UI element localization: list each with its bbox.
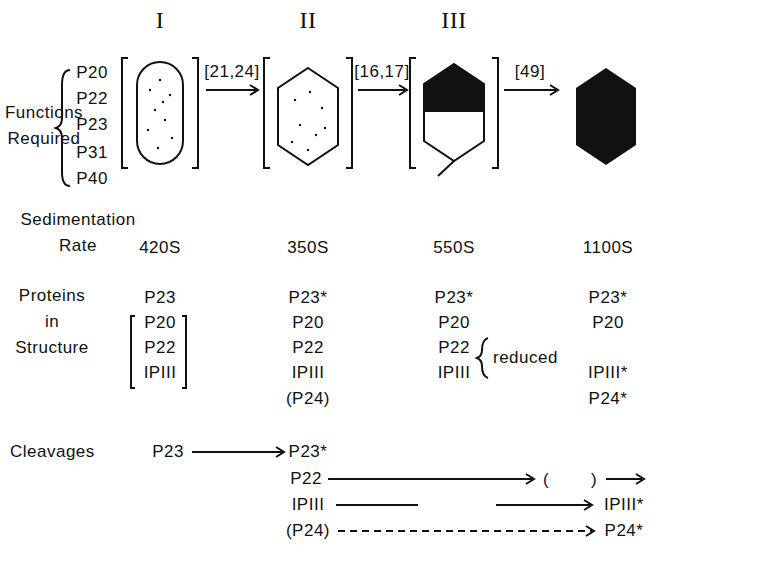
protein-name: P23* <box>289 287 328 309</box>
gene-numbers: [21,24] <box>204 61 260 83</box>
brace <box>477 338 488 378</box>
gene-numbers: [16,17] <box>354 61 410 83</box>
protein-name: P20 <box>292 312 324 334</box>
arrow <box>206 89 256 91</box>
arrow <box>336 504 418 506</box>
note: reduced <box>493 347 558 369</box>
arrow <box>328 478 532 480</box>
protein-name: IPIII* <box>604 494 644 516</box>
bracket <box>131 316 135 388</box>
protein-name: P40 <box>76 168 108 190</box>
arrow <box>504 89 556 91</box>
gene-numbers: [49] <box>515 61 545 83</box>
hexagon-shell <box>424 64 484 161</box>
arrowhead <box>636 474 644 484</box>
row-heading: Cleavages <box>10 441 95 463</box>
protein-name: IPIII <box>438 362 471 384</box>
arrowhead <box>550 85 558 95</box>
sedimentation-value: 350S <box>287 237 329 259</box>
protein-name: (P24) <box>286 520 330 542</box>
protein-name: (P24) <box>286 388 330 410</box>
mature-phage <box>576 68 636 165</box>
arrow <box>606 478 642 480</box>
protein-name: P23* <box>435 287 474 309</box>
row-heading: Functions Required <box>3 100 85 152</box>
procapsid-shape <box>137 62 183 164</box>
arrowhead <box>584 500 592 510</box>
bracket <box>410 58 416 168</box>
protein-name: IPIII <box>292 362 325 384</box>
arrow <box>192 451 282 453</box>
protein-name: P23* <box>289 441 328 463</box>
protein-name: P22 <box>76 88 108 110</box>
column-numeral: II <box>300 9 317 31</box>
blank-product: ( ) <box>543 469 597 491</box>
protein-name: P24* <box>605 520 644 542</box>
protein-name: P24* <box>589 388 628 410</box>
protein-name: P23 <box>152 441 184 463</box>
protein-name: P22 <box>144 337 176 359</box>
brace <box>56 70 70 186</box>
dna-fill <box>424 64 484 112</box>
bracket <box>122 58 128 168</box>
arrowhead <box>276 447 284 457</box>
protein-name: P31 <box>76 142 108 164</box>
protein-name: P23 <box>144 287 176 309</box>
bracket <box>182 316 186 388</box>
bracket <box>492 58 498 168</box>
sedimentation-value: 550S <box>433 237 475 259</box>
arrowhead <box>586 526 594 536</box>
sedimentation-value: 420S <box>139 237 181 259</box>
hexagon-shell <box>278 68 338 165</box>
protein-name: P20 <box>144 312 176 334</box>
bracket <box>264 58 270 168</box>
protein-name: P23* <box>589 287 628 309</box>
sedimentation-value: 1100S <box>583 237 633 259</box>
arrow <box>358 89 405 91</box>
column-numeral: I <box>156 9 165 31</box>
protein-name: IPIII <box>292 494 325 516</box>
row-heading: Proteins in Structure <box>11 283 93 361</box>
row-heading: Sedimentation Rate <box>3 207 153 259</box>
bracket <box>346 58 352 168</box>
bracket <box>192 58 198 168</box>
protein-name: IPIII <box>144 362 177 384</box>
protein-name: P20 <box>438 312 470 334</box>
arrowhead <box>250 85 258 95</box>
protein-name: P23 <box>76 114 108 136</box>
dashed-arrow <box>338 530 592 532</box>
arrowhead <box>399 85 407 95</box>
protein-name: P20 <box>592 312 624 334</box>
protein-name: P22 <box>290 468 322 490</box>
column-numeral: III <box>441 9 466 31</box>
protein-name: P22 <box>438 337 470 359</box>
arrow <box>496 504 590 506</box>
arrowhead <box>526 474 534 484</box>
protein-name: P20 <box>76 62 108 84</box>
protein-name: P22 <box>292 337 324 359</box>
tail <box>438 161 454 176</box>
protein-name: IPIII* <box>588 362 628 384</box>
